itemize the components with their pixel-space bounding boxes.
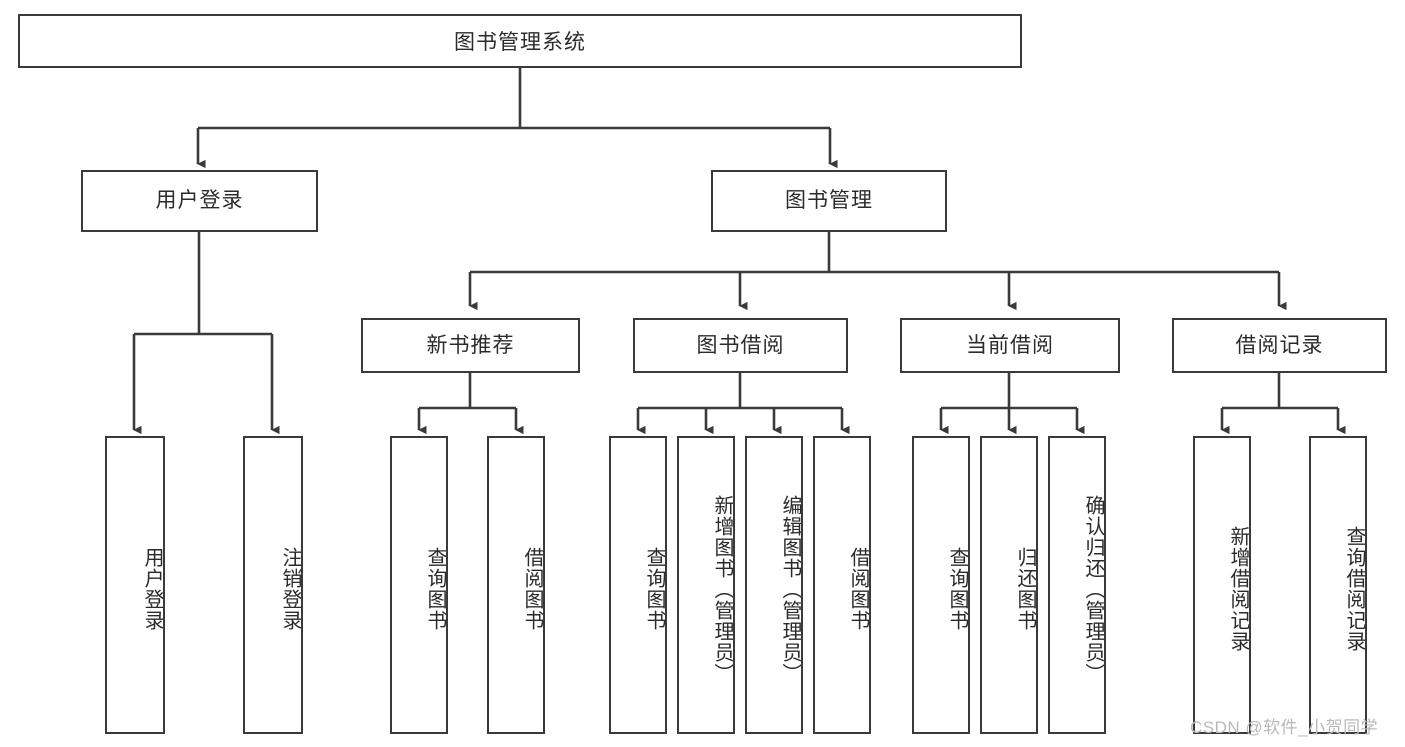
- leaf-label: 归还图书: [1014, 547, 1036, 631]
- node-book-management-label: 图书管理: [785, 189, 873, 213]
- leaf-borrow-query-book[interactable]: 查询图书: [609, 436, 667, 734]
- leaf-label: 借阅图书: [847, 547, 869, 631]
- leaf-current-confirm-return-admin[interactable]: 确认归还（管理员）: [1048, 436, 1106, 734]
- node-root-label: 图书管理系统: [454, 31, 586, 54]
- watermark-text: CSDN @软件_小贺同学: [1190, 718, 1379, 737]
- leaf-label: 编辑图书（管理员）: [779, 494, 801, 684]
- leaf-label: 注销登录: [279, 547, 301, 631]
- leaf-borrow-add-book-admin[interactable]: 新增图书（管理员）: [677, 436, 735, 734]
- node-book-borrow[interactable]: 图书借阅: [633, 318, 848, 373]
- node-new-book-recommend[interactable]: 新书推荐: [361, 318, 580, 373]
- leaf-records-query-record[interactable]: 查询借阅记录: [1309, 436, 1367, 734]
- node-current-borrow[interactable]: 当前借阅: [900, 318, 1120, 373]
- node-current-borrow-label: 当前借阅: [966, 333, 1054, 357]
- leaf-borrow-borrow-book[interactable]: 借阅图书: [813, 436, 871, 734]
- leaf-label: 查询借阅记录: [1343, 526, 1365, 652]
- leaf-label: 用户登录: [141, 547, 163, 631]
- leaf-label: 查询图书: [946, 547, 968, 631]
- leaf-label: 新增借阅记录: [1227, 526, 1249, 652]
- node-new-book-recommend-label: 新书推荐: [426, 333, 515, 357]
- leaf-label: 借阅图书: [521, 547, 543, 631]
- leaf-label: 新增图书（管理员）: [711, 494, 733, 684]
- node-borrow-records-label: 借阅记录: [1235, 333, 1324, 357]
- leaf-current-query-book[interactable]: 查询图书: [912, 436, 970, 734]
- node-user-login-label: 用户登录: [155, 189, 244, 213]
- node-borrow-records[interactable]: 借阅记录: [1172, 318, 1387, 373]
- leaf-user-login-signin[interactable]: 用户登录: [105, 436, 165, 734]
- node-book-management[interactable]: 图书管理: [711, 170, 947, 232]
- leaf-new-book-borrow[interactable]: 借阅图书: [487, 436, 545, 734]
- leaf-user-login-signout[interactable]: 注销登录: [243, 436, 303, 734]
- leaf-new-book-query[interactable]: 查询图书: [390, 436, 448, 734]
- leaf-borrow-edit-book-admin[interactable]: 编辑图书（管理员）: [745, 436, 803, 734]
- leaf-current-return-book[interactable]: 归还图书: [980, 436, 1038, 734]
- leaf-label: 查询图书: [424, 547, 446, 631]
- node-book-borrow-label: 图书借阅: [696, 333, 785, 357]
- node-root-system[interactable]: 图书管理系统: [18, 14, 1022, 68]
- leaf-label: 确认归还（管理员）: [1082, 494, 1104, 684]
- node-user-login[interactable]: 用户登录: [81, 170, 318, 232]
- leaf-label: 查询图书: [643, 547, 665, 631]
- leaf-records-add-record[interactable]: 新增借阅记录: [1193, 436, 1251, 734]
